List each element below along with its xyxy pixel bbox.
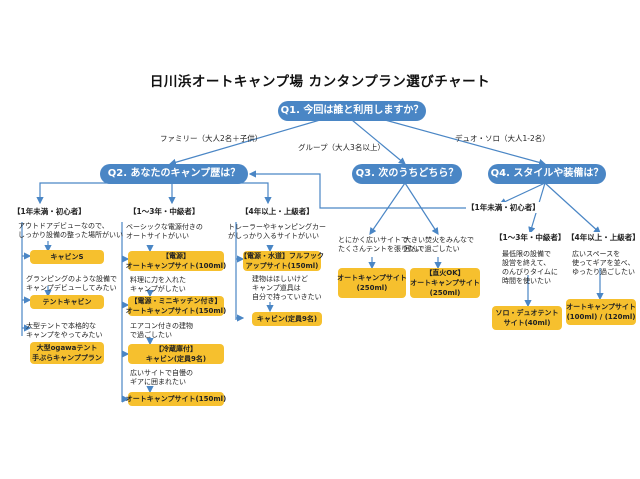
edge-group-line (351, 119, 406, 165)
chart-title: 日川浜オートキャンプ場 カンタンプラン選びチャート (149, 74, 491, 90)
plan-cabin-s[interactable]: キャビンS (30, 250, 104, 264)
q3-text-1: とにかく広いサイトでたくさんテントを張りたい (338, 236, 422, 253)
plan-tent-cabin[interactable]: テントキャビン (30, 295, 104, 309)
question-1: Q1. 今回は誰と利用しますか？ (278, 101, 426, 121)
q2-head-intermediate: 【1〜3年・中級者】 (128, 206, 201, 217)
q2-col1-text-3: 大型テントで本格的なキャンプをやってみたい (26, 322, 103, 339)
q4-head-advanced: 【4年以上・上級者】 (566, 232, 640, 243)
q4-col3-text: 広いスペースを使ってギアを並べ、ゆったり過ごしたい (572, 250, 635, 276)
plan-kitchen-auto-150[interactable]: 【電源・ミニキッチン付き】オートキャンプサイト(150ml) (125, 296, 227, 316)
plan-auto-150[interactable]: オートキャンプサイト(150ml) (126, 392, 226, 406)
q4-head-intermediate: 【1〜3年・中級者】 (494, 232, 567, 243)
edge-label-group: グループ（大人3名以上） (298, 143, 385, 152)
plan-power-auto-100[interactable]: 【電源】オートキャンプサイト(100ml) (125, 251, 227, 271)
plan-solo-duo[interactable]: ソロ・デュオテントサイト(40ml) (492, 306, 562, 330)
q2-head-advanced: 【4年以上・上級者】 (240, 206, 315, 217)
plan-campfire-auto-250[interactable]: 【直火OK】オートキャンプサイト(250ml) (410, 268, 480, 298)
q4-head-beginner: 【1年未満・初心者】 (466, 202, 541, 213)
q2-col2-text-2: 料理に力を入れたキャンプがしたい (130, 276, 186, 293)
q2-col2-text-4: 広いサイトで自慢のギアに囲まれたい (130, 369, 193, 386)
edge-duo-line (384, 119, 547, 166)
edge-label-duo: デュオ・ソロ（大人1-2名） (455, 134, 550, 143)
plan-ogawa-tent[interactable]: 大型ogawaテント手ぶらキャンププラン (30, 342, 104, 364)
q2-col3-text-2: 建物はほしいけどキャンプ道具は自分で持っていきたい (252, 275, 322, 301)
edge-label-family: ファミリー（大人2名＋子供） (160, 134, 263, 143)
q2-col1-text-2: グランピングのような設備でキャンプデビューしてみたい (26, 275, 117, 292)
question-4: Q4. スタイルや装備は？ (488, 164, 606, 184)
q2-col3-text-1: トレーラーやキャンピングカーがしっかり入るサイトがいい (228, 223, 326, 240)
q4-col2-text: 最低限の設備で設営を終えて、のんびりタイムに時間を使いたい (502, 250, 558, 285)
plan-auto-100-120[interactable]: オートキャンプサイト(100ml) / (120ml) (566, 299, 636, 325)
edge-family-line (168, 119, 321, 166)
plan-fridge-cabin[interactable]: 【冷蔵庫付】キャビン(定員9名) (128, 344, 224, 364)
q3-text-2: 大きい焚火をみんなで囲んで過ごしたい (404, 236, 474, 253)
plan-cabin-9[interactable]: キャビン(定員9名) (252, 312, 322, 326)
question-2: Q2. あなたのキャンプ歴は？ (100, 164, 248, 184)
plan-auto-250[interactable]: オートキャンプサイト(250ml) (337, 268, 407, 298)
q2-col2-text-1: ベーシックな電源付きのオートサイトがいい (126, 223, 203, 240)
q2-col2-text-3: エアコン付きの建物で過ごしたい (130, 322, 193, 339)
q2-head-beginner: 【1年未満・初心者】 (12, 206, 87, 217)
q2-col1-text-1: アウトドアデビューなので、しっかり設備の整った場所がいい (18, 222, 123, 239)
question-3: Q3. 次のうちどちら？ (352, 164, 462, 184)
plan-full-hookup[interactable]: 【電源・水道】フルフックアップサイト(150ml) (240, 251, 324, 271)
